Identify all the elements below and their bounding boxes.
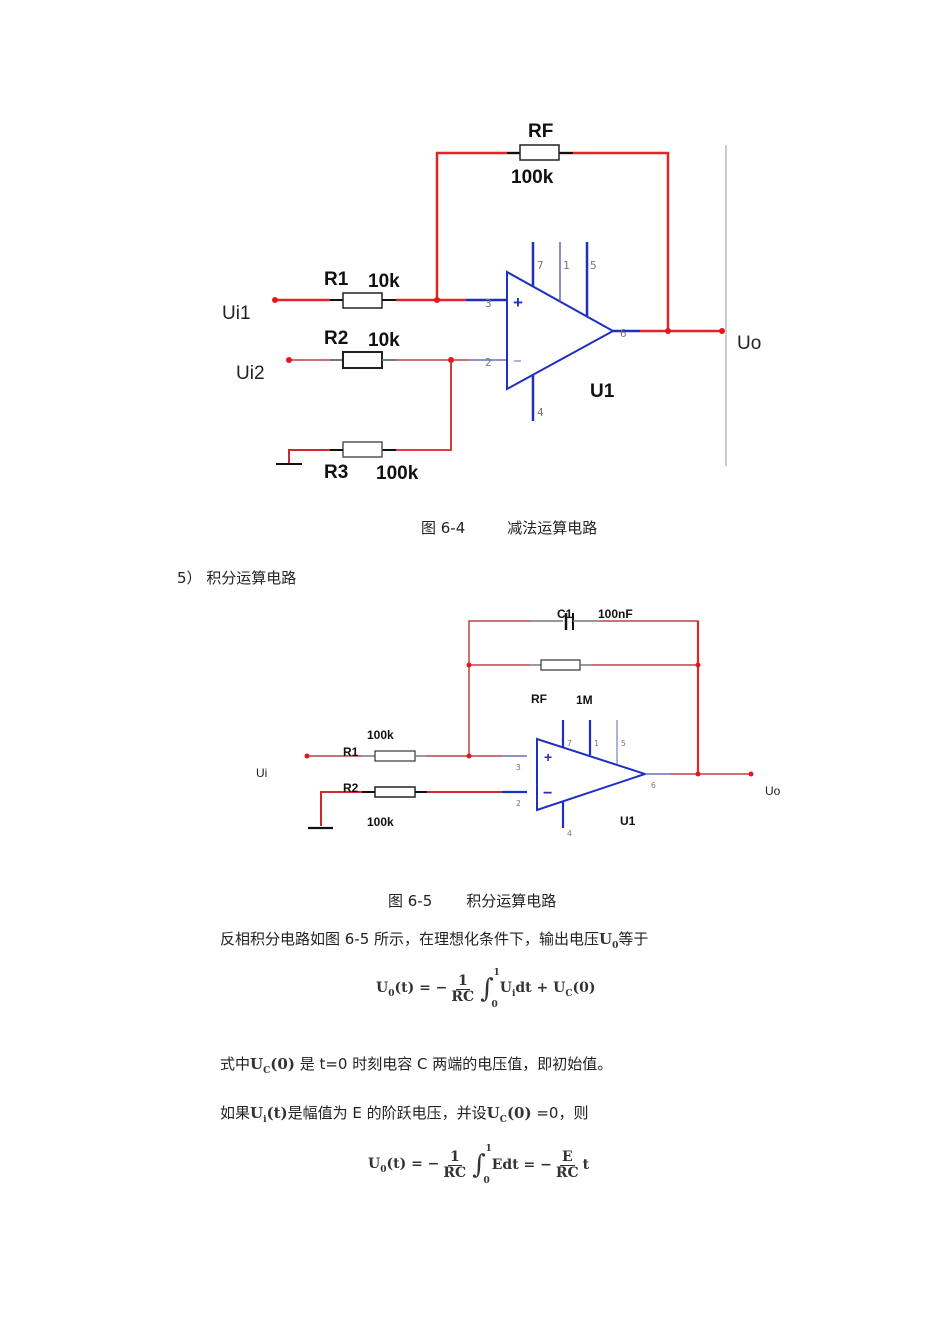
pin7-label: 7 bbox=[537, 259, 544, 272]
pin6b-label: 6 bbox=[651, 781, 656, 790]
section-5-heading: 5） 积分运算电路 bbox=[177, 569, 297, 587]
label-r1-name: R1 bbox=[324, 269, 349, 290]
label-u1: U1 bbox=[590, 381, 615, 402]
plus-input-sign: + bbox=[513, 293, 523, 312]
pin1b-label: 1 bbox=[594, 739, 599, 748]
paragraph-2: 式中UC(0) 是 t=0 时刻电容 C 两端的电压值，即初始值。 bbox=[220, 1055, 613, 1076]
label-r2b-value: 100k bbox=[367, 815, 394, 829]
label-r2-value: 10k bbox=[368, 330, 400, 351]
node-junction-plus-2 bbox=[466, 753, 472, 759]
figure-6-5-caption: 图 6-5 积分运算电路 bbox=[388, 890, 556, 911]
symbol-uc0: UC(0) bbox=[250, 1055, 295, 1076]
opamp-u1b-triangle bbox=[536, 737, 649, 812]
resistor-rf2 bbox=[540, 659, 581, 671]
node-output-junction bbox=[665, 328, 671, 334]
label-u1b: U1 bbox=[620, 814, 636, 828]
label-uo: Uo bbox=[737, 333, 761, 354]
pin1-label: 1 bbox=[563, 259, 570, 272]
plus-input-sign-2: + bbox=[544, 749, 552, 765]
p1-text-before: 反相积分电路如图 6-5 所示，在理想化条件下，输出电压 bbox=[220, 930, 600, 948]
pin2b-label: 2 bbox=[516, 799, 521, 808]
figure-6-4-caption: 图 6-4 减法运算电路 bbox=[421, 517, 597, 538]
c1-wire-left bbox=[468, 620, 530, 756]
label-rf2-name: RF bbox=[531, 692, 547, 706]
pin4b-label: 4 bbox=[567, 829, 572, 838]
rf-feedback-wire-right bbox=[559, 151, 670, 331]
figure-6-5-number: 图 6-5 bbox=[388, 892, 433, 910]
minus-input-sign: − bbox=[513, 353, 522, 370]
pin5b-label: 5 bbox=[621, 739, 626, 748]
p1-text-after: 等于 bbox=[618, 930, 649, 948]
r3-wire-right bbox=[396, 360, 452, 451]
pin4-label: 4 bbox=[537, 406, 544, 419]
resistor-rf bbox=[519, 144, 560, 161]
node-output-junction-2 bbox=[695, 771, 701, 777]
label-r1b-name: R1 bbox=[343, 745, 359, 759]
symbol-u0: U0 bbox=[599, 930, 619, 951]
resistor-r3 bbox=[342, 441, 383, 458]
r2b-ground-wire bbox=[320, 791, 362, 826]
pin6-label: 6 bbox=[620, 327, 627, 340]
minus-input-sign-2: − bbox=[543, 785, 552, 802]
resistor-r2 bbox=[342, 351, 383, 369]
label-r1-value: 10k bbox=[368, 271, 400, 292]
pin3b-label: 3 bbox=[516, 763, 521, 772]
resistor-r1 bbox=[342, 292, 383, 309]
pin3-label: 3 bbox=[485, 297, 492, 310]
symbol-uit: Ui(t) bbox=[250, 1104, 288, 1125]
figure-6-4-number: 图 6-4 bbox=[421, 519, 466, 537]
c1-wire-right bbox=[600, 620, 699, 774]
pin2-label: 2 bbox=[485, 356, 492, 369]
pin5-label: 5 bbox=[590, 259, 597, 272]
node-ui2 bbox=[286, 357, 292, 363]
label-uo-2: Uo bbox=[765, 784, 781, 798]
figure-6-5-title: 积分运算电路 bbox=[466, 892, 557, 910]
node-rf2-right bbox=[695, 662, 701, 668]
node-ui1 bbox=[272, 297, 278, 303]
label-c1-name: C1 bbox=[557, 607, 573, 621]
label-rf-value: 100k bbox=[511, 167, 554, 188]
label-r2b-name: R2 bbox=[343, 781, 359, 795]
figure-6-4-title: 减法运算电路 bbox=[507, 519, 598, 537]
paragraph-1: 反相积分电路如图 6-5 所示，在理想化条件下，输出电压U0等于 bbox=[220, 928, 648, 951]
node-uo bbox=[719, 328, 725, 334]
rf-feedback-wire bbox=[435, 151, 520, 300]
label-ui: Ui bbox=[256, 766, 267, 780]
r3-wire-left bbox=[288, 449, 330, 463]
paragraph-3: 如果Ui(t)是幅值为 E 的阶跃电压，并设UC(0) =0，则 bbox=[220, 1104, 589, 1125]
symbol-uc0-2: UC(0) bbox=[486, 1104, 532, 1125]
label-r2-name: R2 bbox=[324, 328, 348, 349]
label-rf2-value: 1M bbox=[576, 693, 593, 707]
node-ui bbox=[304, 753, 310, 759]
label-r1b-value: 100k bbox=[367, 728, 394, 742]
label-ui1: Ui1 bbox=[222, 303, 251, 324]
node-uo-2 bbox=[748, 771, 754, 777]
label-r3-value: 100k bbox=[376, 463, 419, 484]
label-rf-name: RF bbox=[528, 121, 553, 142]
pin7b-label: 7 bbox=[567, 739, 572, 748]
node-rf2-left bbox=[466, 662, 472, 668]
resistor-r2b bbox=[374, 786, 416, 798]
label-r3-name: R3 bbox=[324, 462, 348, 483]
resistor-r1b bbox=[374, 750, 416, 762]
label-c1-value: 100nF bbox=[598, 607, 633, 621]
node-junction-plus bbox=[434, 297, 440, 303]
label-ui2: Ui2 bbox=[236, 363, 265, 384]
